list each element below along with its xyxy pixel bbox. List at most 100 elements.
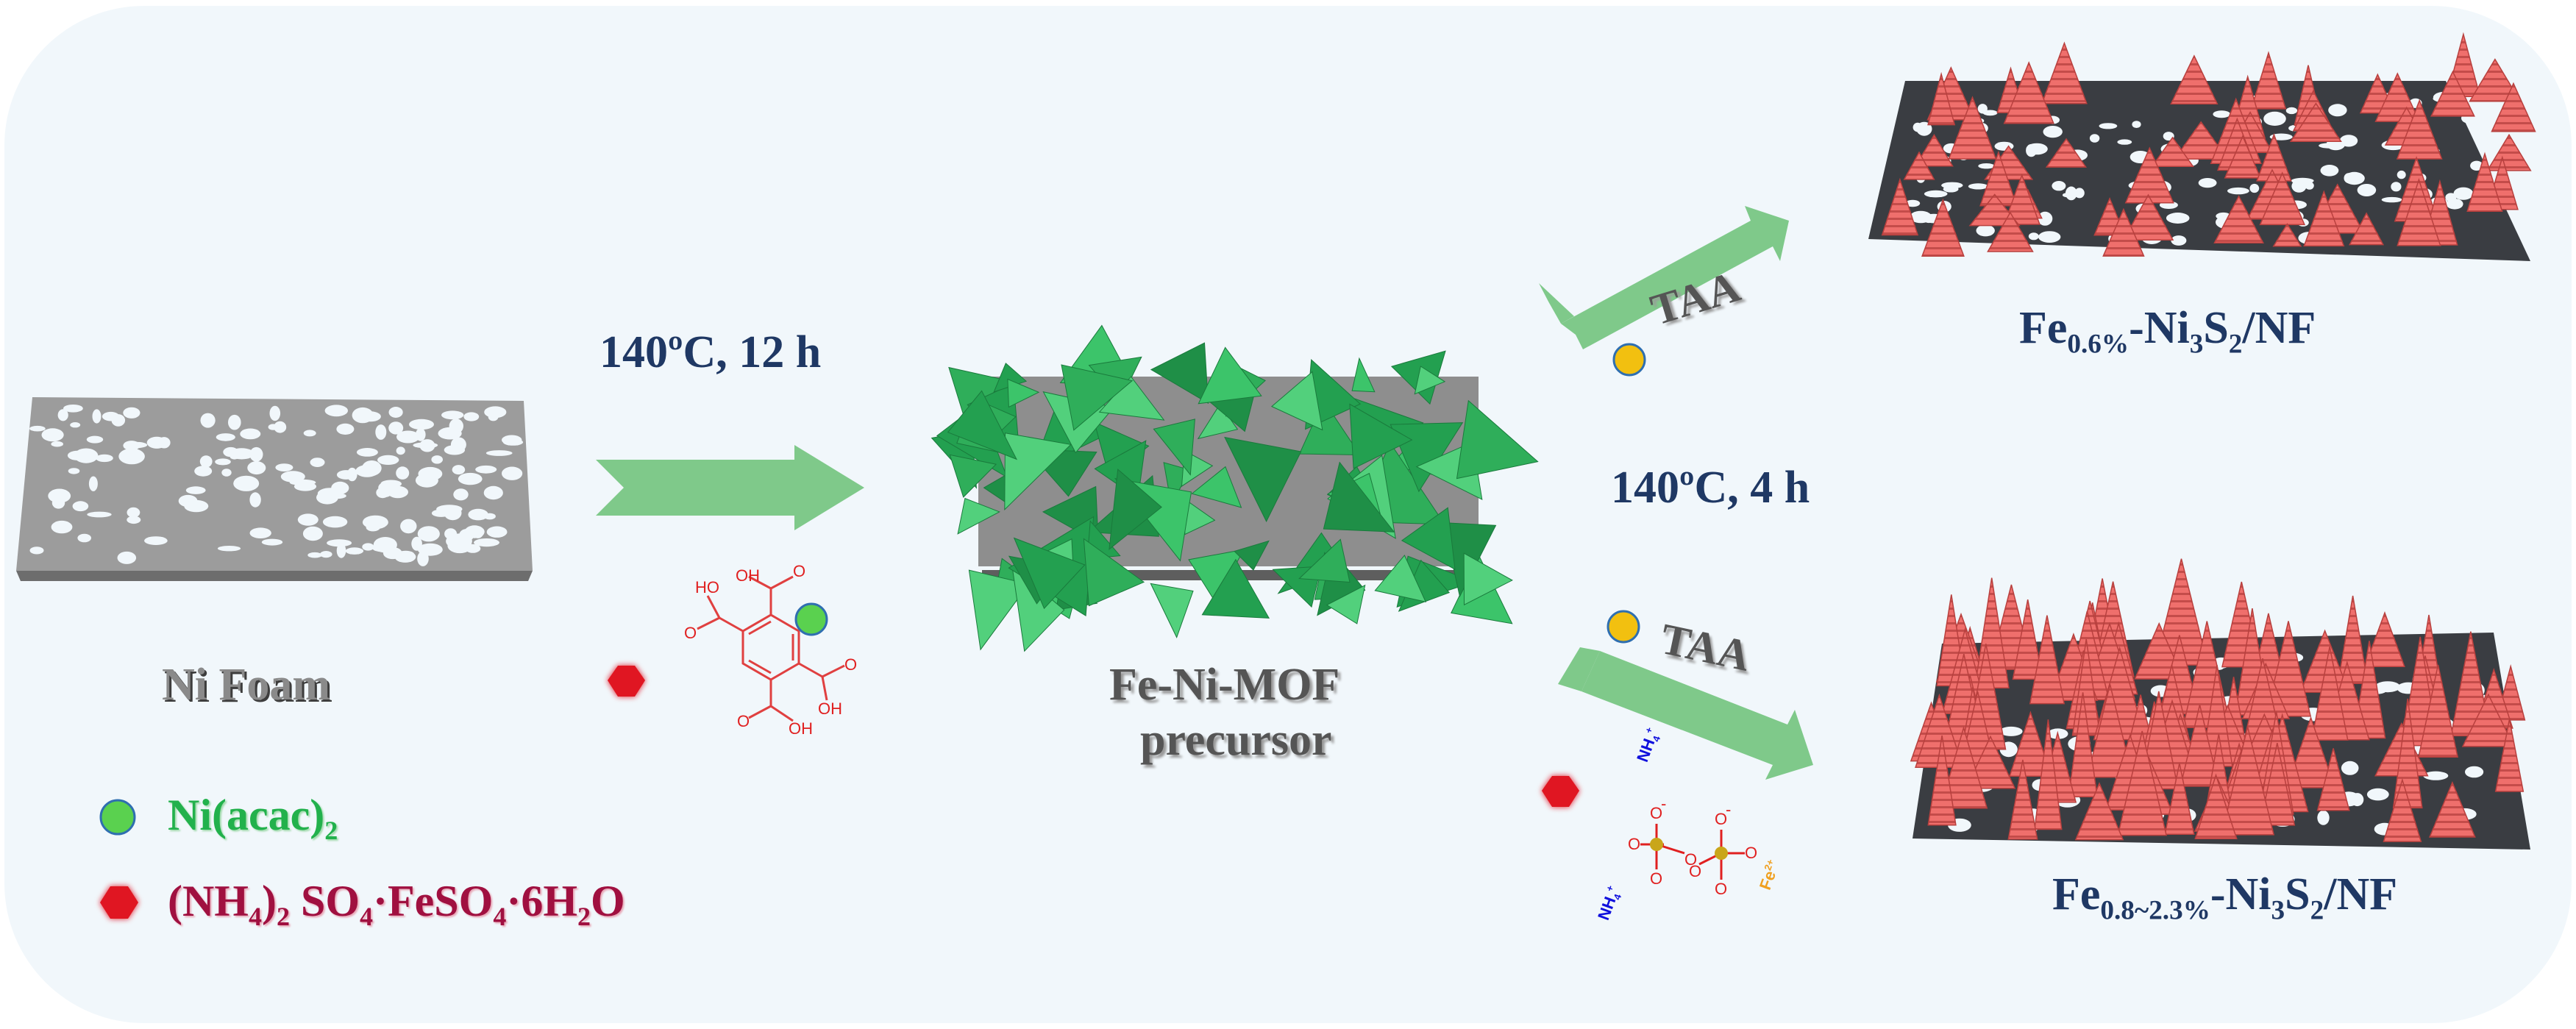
foam-pore bbox=[336, 423, 355, 435]
legend-ni-label: Ni(acac)2 bbox=[168, 793, 338, 844]
mof-flake bbox=[1234, 540, 1270, 571]
foam-pore bbox=[396, 466, 410, 480]
product-top-s: S bbox=[2203, 303, 2229, 353]
foam-pore bbox=[102, 411, 120, 421]
mof-flake bbox=[1150, 342, 1209, 405]
foam-pore bbox=[1968, 183, 1988, 190]
foam-pore bbox=[63, 405, 83, 413]
nanosheet bbox=[2086, 684, 2134, 778]
product-bottom-fe: Fe bbox=[2052, 869, 2101, 919]
foam-pore bbox=[77, 533, 91, 543]
nanosheet bbox=[2303, 190, 2345, 247]
foam-pore bbox=[378, 481, 398, 494]
ni-foam-label: Ni Foam bbox=[162, 660, 331, 710]
mof-flake bbox=[1351, 357, 1376, 393]
foam-pore bbox=[280, 471, 305, 483]
sulfate2-o-bottom: O bbox=[1715, 880, 1728, 898]
foam-pore bbox=[41, 428, 64, 442]
foam-pore bbox=[275, 463, 293, 471]
nanosheet bbox=[2397, 177, 2441, 246]
foam-pore bbox=[303, 430, 316, 437]
mof-flake bbox=[1456, 399, 1539, 480]
mof-flake bbox=[1150, 583, 1194, 638]
btc-linker-structure bbox=[697, 575, 845, 722]
foam-pore bbox=[240, 428, 261, 440]
legend-fe-s4: 4 bbox=[493, 902, 507, 931]
nanosheet bbox=[2383, 777, 2422, 842]
nanosheet bbox=[2068, 692, 2098, 797]
btc-ho-left: HO bbox=[695, 578, 719, 597]
legend-fe-s3: 4 bbox=[360, 902, 374, 931]
foam-pore bbox=[2423, 771, 2449, 780]
foam-pore bbox=[29, 425, 46, 432]
product-bottom-s: S bbox=[2285, 869, 2310, 919]
foam-pore bbox=[96, 454, 113, 463]
foam-pore bbox=[127, 516, 141, 524]
taa-dot-upper bbox=[1612, 343, 1646, 377]
nanosheet bbox=[2213, 195, 2264, 244]
mof-flake bbox=[968, 569, 1030, 651]
fe-dot-step1 bbox=[608, 666, 645, 697]
mof-flake bbox=[1414, 366, 1446, 395]
foam-pore bbox=[458, 472, 483, 485]
nanosheet bbox=[1927, 71, 1956, 126]
foam-pore bbox=[144, 536, 168, 545]
mof-flake bbox=[1298, 538, 1351, 583]
foam-pore bbox=[2465, 766, 2484, 778]
nanosheet bbox=[2396, 99, 2443, 160]
foam-pore bbox=[2213, 110, 2230, 118]
foam-pore bbox=[483, 485, 503, 500]
ni-foam-substrate bbox=[16, 397, 533, 581]
foam-pore bbox=[216, 433, 235, 441]
mof-flake bbox=[1013, 537, 1086, 610]
mof-label-line2: precursor bbox=[1140, 715, 1332, 765]
nanosheet bbox=[2012, 599, 2043, 680]
foam-pore bbox=[57, 409, 68, 421]
sulfate2-o-top: O bbox=[1715, 810, 1728, 828]
foam-pore bbox=[463, 412, 480, 421]
nanosheet bbox=[1903, 151, 1935, 180]
foam-pore bbox=[2317, 810, 2330, 825]
foam-pore bbox=[417, 551, 429, 566]
foam-pore bbox=[247, 461, 266, 475]
foam-pore bbox=[2397, 170, 2406, 179]
foam-pore bbox=[2263, 111, 2286, 126]
product-bottom-label: Fe0.8~2.3%-Ni3S2/NF bbox=[2052, 872, 2397, 925]
product-top-nanosheets bbox=[1868, 32, 2536, 261]
foam-pore bbox=[2374, 681, 2401, 693]
nanosheet bbox=[2469, 58, 2522, 102]
foam-pore bbox=[2381, 196, 2402, 203]
mof-flake bbox=[1201, 558, 1270, 619]
fe-dot-step2 bbox=[1542, 776, 1579, 807]
nanosheet bbox=[2289, 102, 2342, 143]
foam-pore bbox=[452, 465, 466, 475]
foam-pore bbox=[215, 458, 231, 466]
nanosheet bbox=[2428, 780, 2476, 838]
foam-pore bbox=[2065, 186, 2077, 201]
nanosheet bbox=[2003, 61, 2054, 124]
step1-condition-label: 140ºC, 12 h bbox=[599, 327, 822, 377]
foam-pore bbox=[388, 407, 403, 418]
mof-flake bbox=[1004, 432, 1072, 510]
mof-label-line1: Fe-Ni-MOF bbox=[1109, 660, 1340, 710]
foam-pore bbox=[345, 547, 364, 555]
legend-ni-text: Ni(acac) bbox=[168, 791, 325, 839]
nanosheet bbox=[1939, 725, 1988, 809]
sulfur-atom-1 bbox=[1650, 838, 1663, 851]
legend-fe-s2: 2 bbox=[276, 902, 290, 931]
sulfate1-o-left: O bbox=[1628, 835, 1641, 853]
product-top-fe-sub: 0.6% bbox=[2067, 329, 2130, 360]
foam-pore bbox=[444, 445, 466, 455]
foam-pore bbox=[483, 513, 496, 520]
foam-pore bbox=[2391, 182, 2402, 192]
legend-fe-s1: 4 bbox=[248, 902, 262, 931]
foam-pore bbox=[1905, 199, 1921, 207]
foam-pore bbox=[320, 551, 332, 558]
nanosheet bbox=[2259, 743, 2296, 826]
foam-pore bbox=[87, 511, 112, 518]
foam-pore bbox=[2285, 107, 2298, 115]
nanosheet bbox=[2430, 70, 2475, 117]
mof-flake bbox=[1374, 555, 1427, 603]
foam-pore bbox=[2038, 231, 2061, 243]
